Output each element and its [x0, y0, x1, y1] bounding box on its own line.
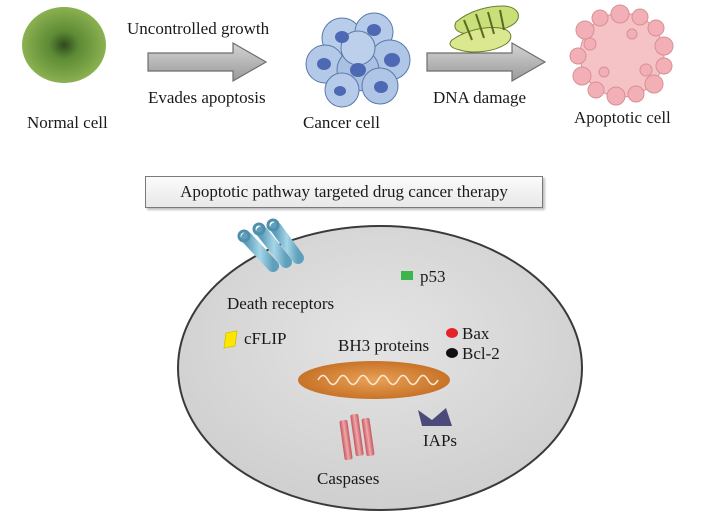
cflip-marker-icon — [223, 330, 238, 349]
p53-label: p53 — [420, 267, 446, 286]
iaps-label: IAPs — [423, 431, 458, 450]
p53-marker-icon — [401, 271, 413, 280]
evades-apoptosis-label: Evades apoptosis — [148, 88, 266, 107]
iaps-icon — [418, 408, 452, 426]
death-receptors-label: Death receptors — [227, 294, 335, 313]
dna-strand-icon — [449, 5, 519, 53]
death-receptor-icon — [237, 218, 304, 272]
normal-cell-icon — [22, 7, 106, 83]
therapy-title: Apoptotic pathway targeted drug cancer t… — [180, 182, 508, 201]
uncontrolled-growth-label: Uncontrolled growth — [127, 19, 270, 38]
bh3-proteins-label: BH3 proteins — [338, 336, 430, 355]
caspases-label: Caspases — [317, 469, 380, 488]
dna-damage-label: DNA damage — [433, 88, 527, 107]
bax-marker-icon — [446, 328, 458, 338]
arrow-2-icon — [426, 41, 547, 83]
normal-cell-label: Normal cell — [27, 113, 108, 132]
bax-label: Bax — [462, 324, 490, 343]
apoptotic-cell-label: Apoptotic cell — [574, 108, 671, 127]
cancer-cell-label: Cancer cell — [303, 113, 380, 132]
caspase-icon — [339, 413, 375, 461]
cflip-label: cFLIP — [244, 329, 287, 348]
mitochondrion-icon — [298, 361, 450, 399]
cancer-cell-icon — [305, 12, 411, 108]
therapy-title-box: Apoptotic pathway targeted drug cancer t… — [145, 176, 543, 208]
bcl2-label: Bcl-2 — [462, 344, 500, 363]
arrow-1-icon — [147, 41, 268, 83]
apoptotic-cell-icon — [569, 4, 674, 106]
bcl2-marker-icon — [446, 348, 458, 358]
